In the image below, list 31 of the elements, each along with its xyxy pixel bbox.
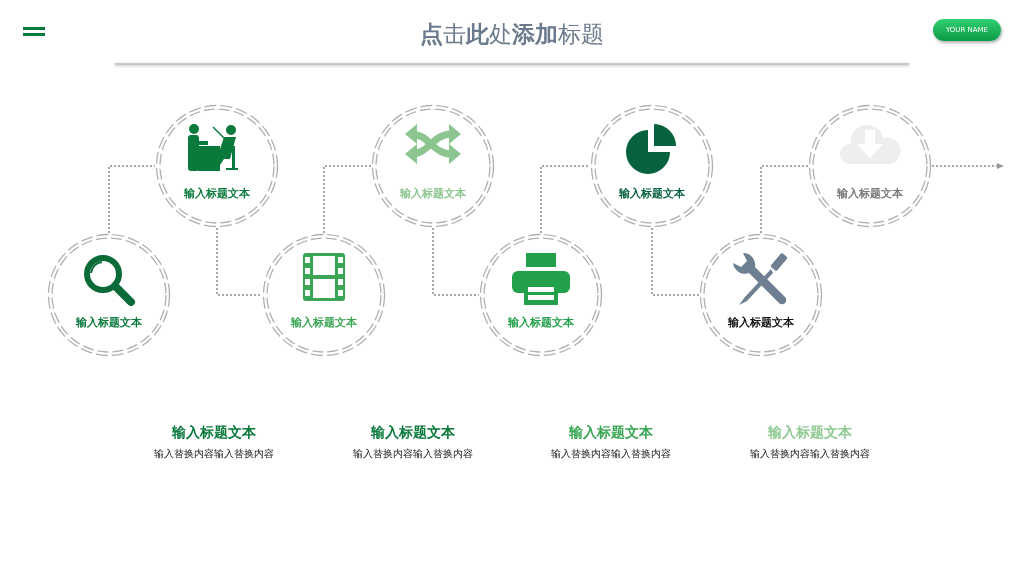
- dashed-circle: [262, 233, 386, 357]
- dotted-connector: [540, 165, 591, 234]
- dashed-circle: [371, 104, 495, 228]
- node-label: 输入标题文本: [727, 315, 795, 330]
- dashed-circle: [155, 104, 279, 228]
- node-label: 输入标题文本: [836, 186, 904, 201]
- node-label: 输入标题文本: [507, 315, 575, 330]
- dashed-circle: [699, 233, 823, 357]
- node-label: 输入标题文本: [75, 315, 143, 330]
- dotted-connector: [323, 165, 372, 234]
- node-label: 输入标题文本: [399, 186, 467, 201]
- dotted-connector: [216, 227, 263, 296]
- section-heading: 输入标题文本: [370, 423, 456, 442]
- dotted-connector: [760, 165, 809, 234]
- title: 点击此处添加标题: [419, 20, 605, 49]
- dotted-connector: [651, 227, 700, 296]
- body-text: 输入替换内容输入替换内容: [352, 447, 474, 461]
- section-heading: 输入标题文本: [568, 423, 654, 442]
- dotted-connector: [931, 163, 1005, 169]
- dashed-circle: [590, 104, 714, 228]
- body-text: 输入替换内容输入替换内容: [749, 447, 871, 461]
- node-label: 输入标题文本: [290, 315, 358, 330]
- dashed-circle: [479, 233, 603, 357]
- body-text: 输入替换内容输入替换内容: [153, 447, 275, 461]
- dashed-circle: [47, 233, 171, 357]
- node-label: 输入标题文本: [183, 186, 251, 201]
- body-text: 输入替换内容输入替换内容: [550, 447, 672, 461]
- node-label: 输入标题文本: [618, 186, 686, 201]
- section-heading: 输入标题文本: [171, 423, 257, 442]
- section-heading: 输入标题文本: [767, 423, 853, 442]
- dashed-circle: [808, 104, 932, 228]
